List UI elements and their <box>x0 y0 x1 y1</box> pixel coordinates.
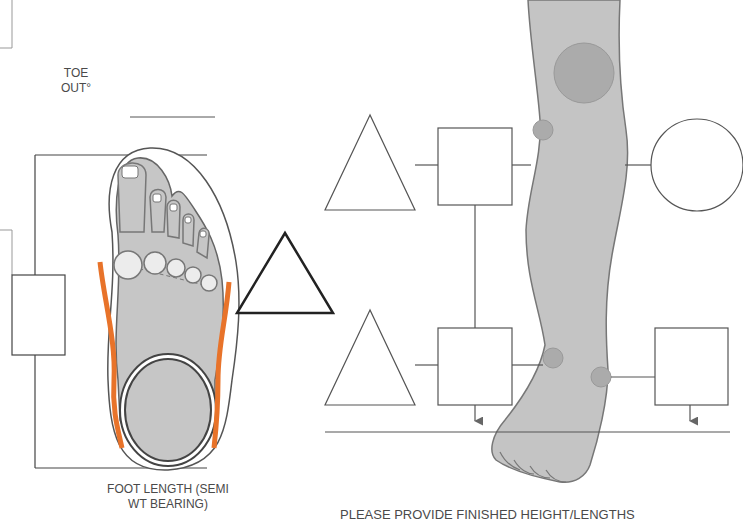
entry-line <box>130 117 215 118</box>
field-caption: FOOT LENGTH (SEMI WT BEARING) <box>98 482 238 512</box>
leg-illustration <box>492 0 628 482</box>
foot-tracing <box>100 148 239 470</box>
field-label: TOE OUT° <box>52 66 100 96</box>
form-frame <box>0 0 12 275</box>
instruction-note: PLEASE PROVIDE FINISHED HEIGHT/LENGTHS <box>340 507 735 523</box>
measurement-fields <box>325 115 743 432</box>
entry-triangle <box>237 233 333 313</box>
entry-box <box>12 275 65 355</box>
